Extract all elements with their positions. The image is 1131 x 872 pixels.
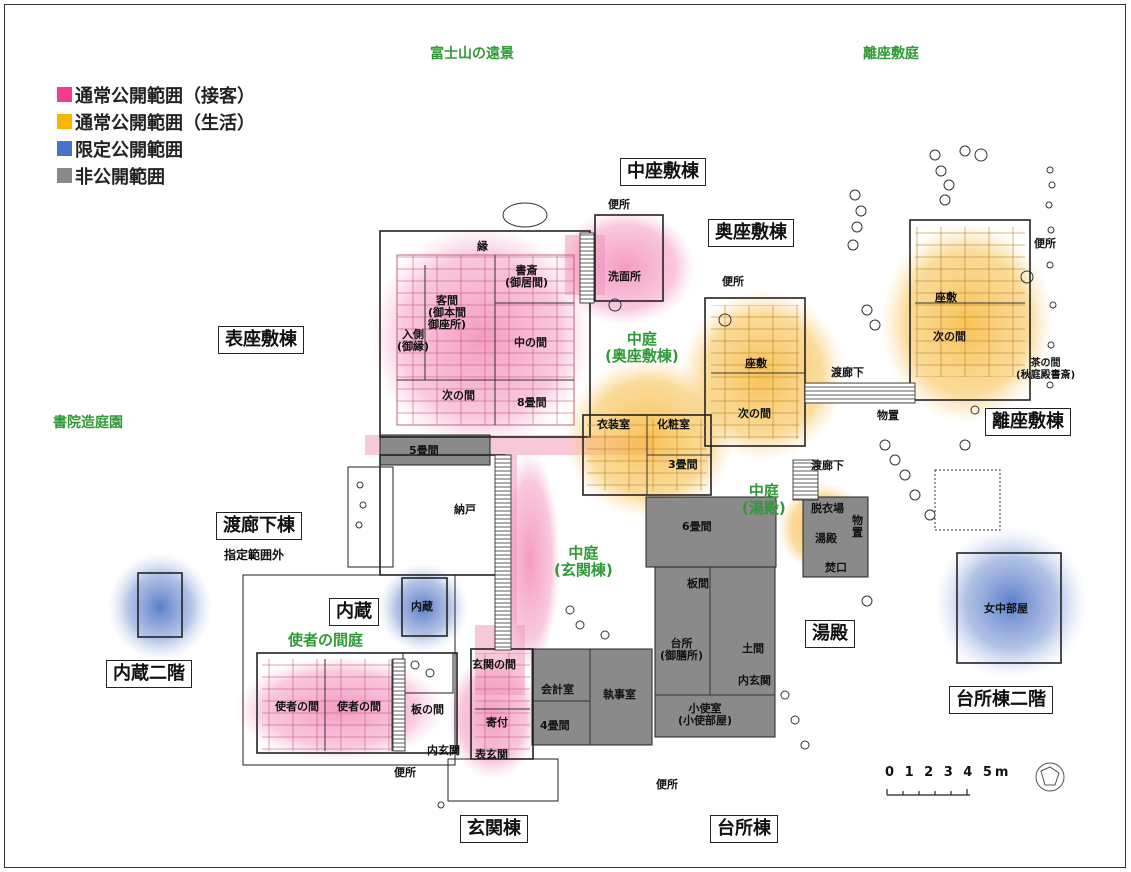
room-uchigura: 内蔵 (411, 600, 433, 613)
room-nando: 納戸 (454, 503, 476, 516)
scale-label: 0 1 2 3 4 5m (885, 765, 1012, 780)
room-kaikei: 会計室 (541, 683, 574, 696)
room-jochu: 女中部屋 (984, 602, 1028, 615)
room-benjo-hanare: 便所 (1034, 237, 1056, 250)
room-doma: 土間 (742, 642, 764, 655)
room-omote-genkan: 表玄関 (475, 748, 508, 761)
room-benjo-oku: 便所 (722, 275, 744, 288)
building-genkan: 玄関棟 (460, 815, 528, 843)
building-daidokoro: 台所棟 (710, 815, 778, 843)
legend-item-limited: 限定公開範囲 (57, 135, 255, 162)
legend-swatch (57, 87, 72, 102)
room-chanoma: 茶の間 (秋庭殿書斎) (1016, 358, 1076, 381)
hatched-corridors (392, 232, 916, 752)
room-uchigenkan1: 内玄関 (738, 674, 771, 687)
room-takiguchi: 焚口 (825, 561, 847, 574)
building-uchigura2: 内蔵二階 (106, 660, 192, 688)
room-yoritsuki: 寄付 (486, 716, 508, 729)
room-zashiki-oku: 座敷 (745, 357, 767, 370)
legend: 通常公開範囲（接客） 通常公開範囲（生活） 限定公開範囲 非公開範囲 (57, 81, 255, 189)
misc-marks (608, 270, 1034, 327)
room-itanoma: 板の間 (411, 703, 444, 716)
room-yudono: 湯殿 (815, 532, 837, 545)
room-gojo: 5畳間 (409, 444, 439, 457)
room-shosai: 書斎 (御居間) (505, 264, 549, 289)
building-watari: 渡廊下棟 (216, 512, 302, 540)
room-itama: 板間 (687, 577, 709, 590)
room-koshi: 小使室 (小使部屋) (678, 702, 733, 727)
room-en: 縁 (477, 240, 488, 253)
building-yudono: 湯殿 (805, 620, 855, 648)
room-tsugi-omote: 次の間 (442, 389, 475, 402)
garden-naka-genkan: 中庭 (玄関棟) (554, 544, 613, 579)
legend-label: 通常公開範囲（接客） (75, 85, 255, 107)
scale-bar (886, 789, 970, 796)
partitions (324, 255, 1025, 751)
legend-label: 通常公開範囲（生活） (75, 112, 255, 134)
room-rokujo: 6畳間 (682, 520, 712, 533)
legend-swatch (57, 141, 72, 156)
room-datsuiba: 脱衣場 (811, 502, 844, 515)
room-ishoshitsu: 衣装室 (597, 418, 630, 431)
legend-swatch (57, 114, 72, 129)
room-senmenjo: 洗面所 (608, 270, 641, 283)
room-sanjo: 3畳間 (668, 458, 698, 471)
compass-icon (1035, 762, 1065, 792)
room-irigawa: 入側 (御縁) (397, 328, 430, 353)
floor-plan (108, 145, 1087, 809)
zone-limited (108, 527, 1087, 679)
room-tsugi-oku: 次の間 (738, 407, 771, 420)
building-omote: 表座敷棟 (218, 326, 304, 354)
legend-item-living: 通常公開範囲（生活） (57, 108, 255, 135)
legend-label: 限定公開範囲 (75, 139, 183, 161)
legend-item-private: 非公開範囲 (57, 162, 255, 189)
garden-shisha: 使者の間庭 (288, 631, 364, 649)
view-hanare-garden: 離座敷庭 (863, 46, 919, 62)
legend-label: 非公開範囲 (75, 166, 165, 188)
view-fuji: 富士山の遠景 (430, 46, 514, 62)
room-daidokoro: 台所 (御膳所) (660, 637, 704, 662)
map-frame: 通常公開範囲（接客） 通常公開範囲（生活） 限定公開範囲 非公開範囲 富士山の遠… (4, 4, 1126, 868)
room-shitsuji: 執事室 (603, 688, 636, 701)
garden-naka-yudono: 中庭 (湯殿) (742, 482, 786, 517)
room-watari2: 渡廊下 (811, 459, 844, 472)
building-uchigura: 内蔵 (329, 598, 379, 626)
room-shisha2: 使者の間 (337, 700, 381, 713)
room-kyakuma: 客間 (御本間 御座所) (428, 294, 467, 331)
room-yojo: 4畳間 (540, 719, 570, 732)
room-zashiki-hanare: 座敷 (935, 291, 957, 304)
view-shoin-garden: 書院造庭園 (53, 415, 123, 431)
room-naka-no-ma: 中の間 (514, 336, 547, 349)
room-genkan-no-ma: 玄関の間 (472, 658, 516, 671)
legend-swatch (57, 168, 72, 183)
room-shisha1: 使者の間 (275, 700, 319, 713)
room-benjo-w: 便所 (394, 766, 416, 779)
room-tsugi-hanare: 次の間 (933, 330, 966, 343)
room-uchigenkan2: 内玄関 (427, 744, 460, 757)
building-watari-note: 指定範囲外 (224, 548, 285, 562)
room-monooki2: 物 置 (852, 514, 863, 539)
garden-naka-oku: 中庭 (奥座敷棟) (605, 330, 679, 365)
room-benjo-naka: 便所 (608, 198, 630, 211)
zone-private (379, 434, 869, 746)
room-monooki: 物置 (877, 409, 899, 422)
room-watari1: 渡廊下 (831, 366, 864, 379)
tatami (262, 227, 1025, 757)
room-benjo-s: 便所 (656, 778, 678, 791)
room-keshoshitsu: 化粧室 (657, 418, 690, 431)
building-daidokoro2: 台所棟二階 (949, 686, 1053, 714)
legend-item-reception: 通常公開範囲（接客） (57, 81, 255, 108)
room-hachijo: 8畳間 (517, 396, 547, 409)
building-naka: 中座敷棟 (620, 158, 706, 186)
building-oku: 奥座敷棟 (708, 219, 794, 247)
building-hanare: 離座敷棟 (985, 408, 1071, 436)
